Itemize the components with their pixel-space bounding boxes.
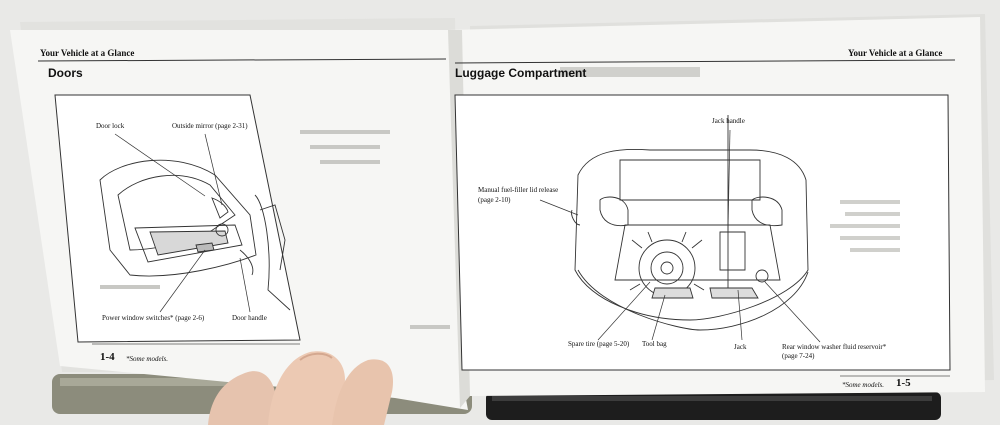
power-window-label: Power window switches* (page 2-6) xyxy=(102,314,205,322)
outside-mirror-label: Outside mirror (page 2-31) xyxy=(172,122,248,130)
luggage-leaders xyxy=(539,129,821,343)
left-page-number: 1-4 xyxy=(100,351,115,363)
door-illustration xyxy=(99,159,291,311)
hand xyxy=(208,351,393,425)
right-footnote: *Some models. xyxy=(842,381,884,389)
jack-handle-label: Jack handle xyxy=(712,117,745,125)
fuel-filler-label-line2: (page 2-10) xyxy=(478,196,511,204)
doors-section-title: Doors xyxy=(48,66,83,80)
door-handle-label: Door handle xyxy=(232,314,267,322)
show-through xyxy=(100,130,450,329)
luggage-section-title: Luggage Compartment xyxy=(455,66,587,80)
washer-reservoir-label-line1: Rear window washer fluid reservoir* xyxy=(782,343,887,351)
right-page-number: 1-5 xyxy=(896,377,911,389)
tool-bag-label: Tool bag xyxy=(642,340,667,348)
show-through-right xyxy=(560,67,900,252)
spare-tire-label: Spare tire (page 5-20) xyxy=(568,340,630,348)
left-page-header: Your Vehicle at a Glance xyxy=(40,48,135,58)
jack-label: Jack xyxy=(734,343,747,351)
door-leaders xyxy=(114,133,251,313)
door-illustration-frame xyxy=(54,94,301,343)
right-page-header: Your Vehicle at a Glance xyxy=(848,48,943,58)
pen-black-highlight xyxy=(492,396,932,401)
left-footnote: *Some models. xyxy=(126,355,168,363)
left-header-rule xyxy=(37,58,447,62)
luggage-illustration-frame xyxy=(454,94,951,371)
fuel-filler-label-line1: Manual fuel-filler lid release xyxy=(478,186,559,194)
door-lock-label: Door lock xyxy=(96,122,125,130)
right-header-rule xyxy=(454,59,956,64)
washer-reservoir-label-line2: (page 7-24) xyxy=(782,352,815,360)
